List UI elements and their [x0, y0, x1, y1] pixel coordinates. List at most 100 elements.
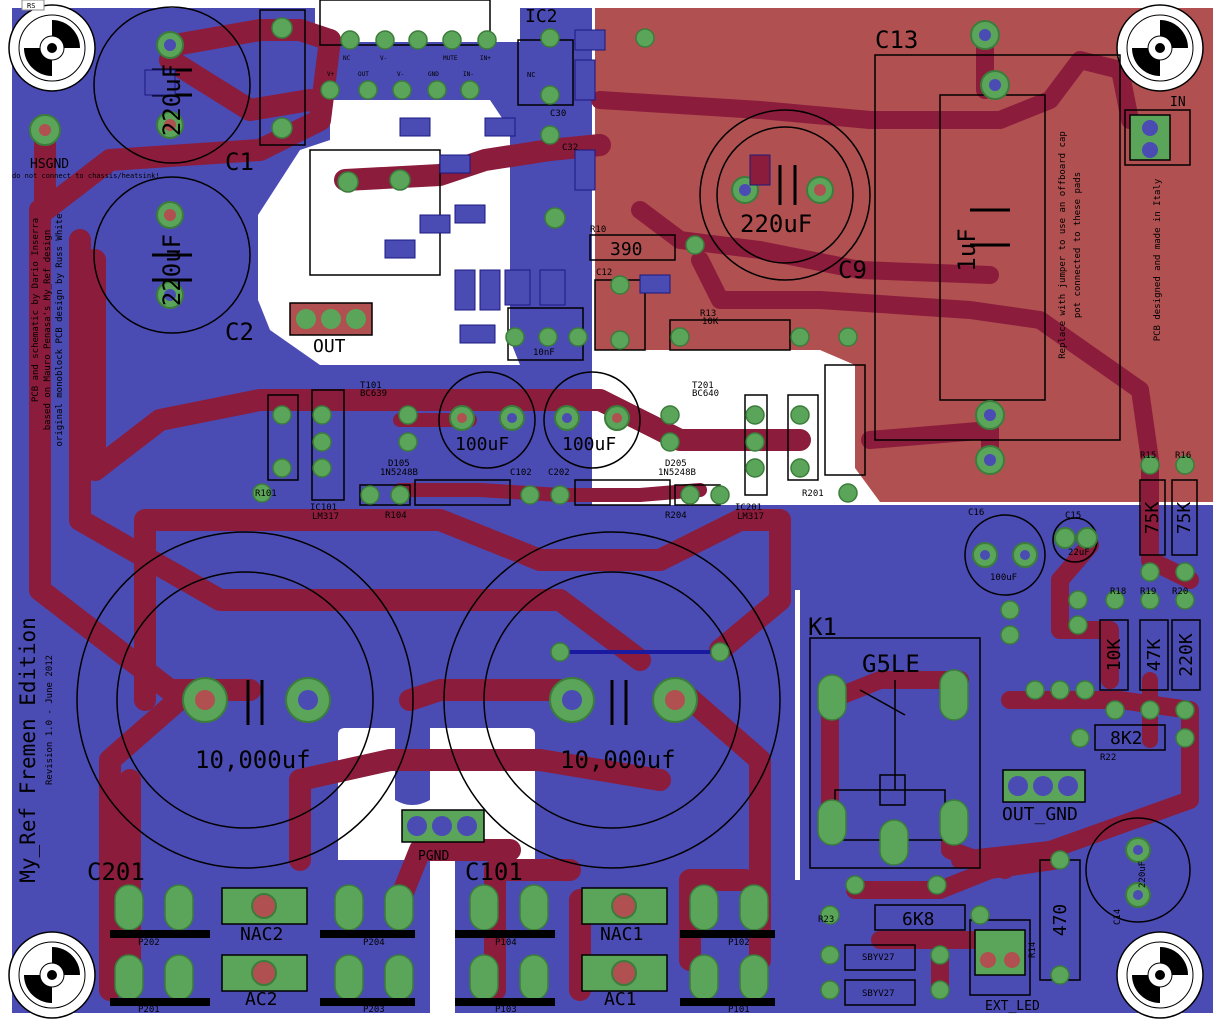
in-label: IN: [1170, 95, 1186, 110]
r18-ref: R18: [1110, 587, 1126, 597]
r13-value: 10K: [702, 317, 719, 327]
ic201-value: LM317: [737, 512, 764, 522]
r23-value: 6K8: [902, 909, 935, 930]
pour-cutout-center-gap: [430, 860, 455, 1013]
r16-value: 75K: [1174, 502, 1195, 535]
d205-value: 1N5248B: [658, 468, 696, 478]
r22-ref: R22: [1100, 753, 1116, 763]
c102-value: 100uF: [455, 434, 509, 455]
r15-ref: R15: [1140, 451, 1156, 461]
c101-ref: C101: [465, 858, 523, 886]
r13-ref: R13: [700, 309, 716, 319]
ic2-pin-bottom-1: OUT: [358, 71, 369, 78]
note-jumper: Replace with jumper to use an offboard c…: [1058, 131, 1068, 359]
ic2-pin-bottom-3: GND: [428, 71, 439, 78]
c2-outline: [93, 176, 251, 334]
nc-label: NC: [527, 71, 535, 79]
p204-label: P204: [363, 938, 385, 948]
c202-ref: C202: [548, 468, 570, 478]
ic2-pin-top-3: IN+: [480, 55, 491, 62]
r20-ref: R20: [1172, 587, 1188, 597]
ic2-pin-top-0: NC: [343, 55, 351, 62]
r15-value: 75K: [1142, 502, 1163, 535]
pour-cutout-top: [315, 8, 520, 42]
ic2-pin-bottom-0: V+: [327, 71, 335, 78]
note-pads: pot connected to these pads: [1073, 172, 1083, 318]
ic2-pin-bottom-2: V-: [397, 71, 404, 78]
ic2-outline: [319, 0, 491, 46]
mounting-holes: [8, 4, 1204, 1019]
c12-ref: C12: [596, 268, 612, 278]
smd-components: [144, 29, 771, 344]
pour-cutout-relay-left: [795, 590, 800, 880]
t201-value: BC640: [692, 389, 719, 399]
c1-value: 220uF: [158, 64, 186, 136]
c202-outline: [543, 371, 641, 469]
p202-label: P202: [138, 938, 160, 948]
c16-value: 100uF: [990, 573, 1017, 583]
board-margin-left: [0, 0, 12, 1025]
c9-outline: [699, 109, 871, 281]
mounting-hole-top-right: [1116, 4, 1204, 92]
r22-value: 8K2: [1110, 728, 1143, 749]
r23-ref: R23: [818, 915, 834, 925]
c201-value: 10,000uf: [195, 746, 311, 774]
c13-value: 1uF: [953, 228, 981, 271]
ic2-ref: IC2: [525, 6, 558, 27]
note-hsgnd: do not connect to chassis/heatsink!: [12, 172, 160, 180]
r18-value: 10K: [1104, 639, 1125, 672]
c9-value: 220uF: [740, 210, 812, 238]
ic2-pin-top-1: V-: [380, 55, 387, 62]
hsgnd-label: HSGND: [30, 157, 69, 172]
p102-label: P102: [728, 938, 750, 948]
c102-outline: [438, 371, 536, 469]
p101-label: P101: [728, 1005, 750, 1015]
d105-value: 1N5248B: [380, 468, 418, 478]
k1-ref: K1: [808, 613, 837, 641]
r16-ref: R16: [1175, 451, 1191, 461]
out-gnd-label: OUT_GND: [1002, 804, 1078, 825]
cap-10nf-label: 10nF: [533, 348, 555, 358]
c1-ref: C1: [225, 148, 254, 176]
r14-ref: R14: [1028, 942, 1038, 958]
r19-ref: R19: [1140, 587, 1156, 597]
ic-block-outline: [309, 149, 441, 276]
c16-ref: C16: [968, 508, 984, 518]
c1-outline: [93, 6, 251, 164]
c15-value: 22uF: [1068, 548, 1090, 558]
board-revision: Revision 1.0 - June 2012: [45, 655, 55, 785]
r13-outline: [669, 319, 791, 351]
credit-line-3: original monoblock PCB design by Russ Wh…: [55, 214, 65, 447]
nac1-label: NAC1: [600, 924, 643, 945]
r19-value: 47K: [1144, 639, 1165, 672]
board-title: My_Ref Fremen Edition: [16, 617, 40, 883]
db1-value: SBYV27: [862, 989, 895, 999]
c16-outline: [964, 514, 1046, 596]
c101-value: 10,000uf: [560, 746, 676, 774]
d105-ref: D105: [388, 459, 410, 469]
c4-outline: [259, 9, 306, 146]
k1-value: G5LE: [862, 650, 920, 678]
ic2-pin-top-2: MUTE: [443, 55, 458, 62]
mounting-hole-bottom-left: [8, 931, 96, 1019]
nac2-label: NAC2: [240, 924, 283, 945]
r10-outline: [589, 234, 676, 261]
c101-outline: [443, 531, 781, 869]
c13-ref: C13: [875, 26, 918, 54]
r204-ref: R204: [665, 511, 687, 521]
credit-line-2: based on Mauro Penasa's My_Ref design: [43, 230, 53, 430]
ac1-label: AC1: [604, 989, 637, 1010]
pad-bars: [110, 930, 775, 1006]
p201-label: P201: [138, 1005, 160, 1015]
ic101-value: LM317: [312, 512, 339, 522]
c9-ref: C9: [838, 256, 867, 284]
db2-value: SBYV27: [862, 953, 895, 963]
d205-ref: D205: [665, 459, 687, 469]
relay-contact: [859, 689, 906, 716]
t101-value: BC639: [360, 389, 387, 399]
c13-outline: [874, 54, 1121, 441]
ext-led-label: EXT_LED: [985, 999, 1040, 1014]
terminal-blocks: [221, 114, 1171, 992]
ic201-ref: IC201: [735, 503, 762, 513]
c14-ref: C14: [1113, 909, 1123, 925]
